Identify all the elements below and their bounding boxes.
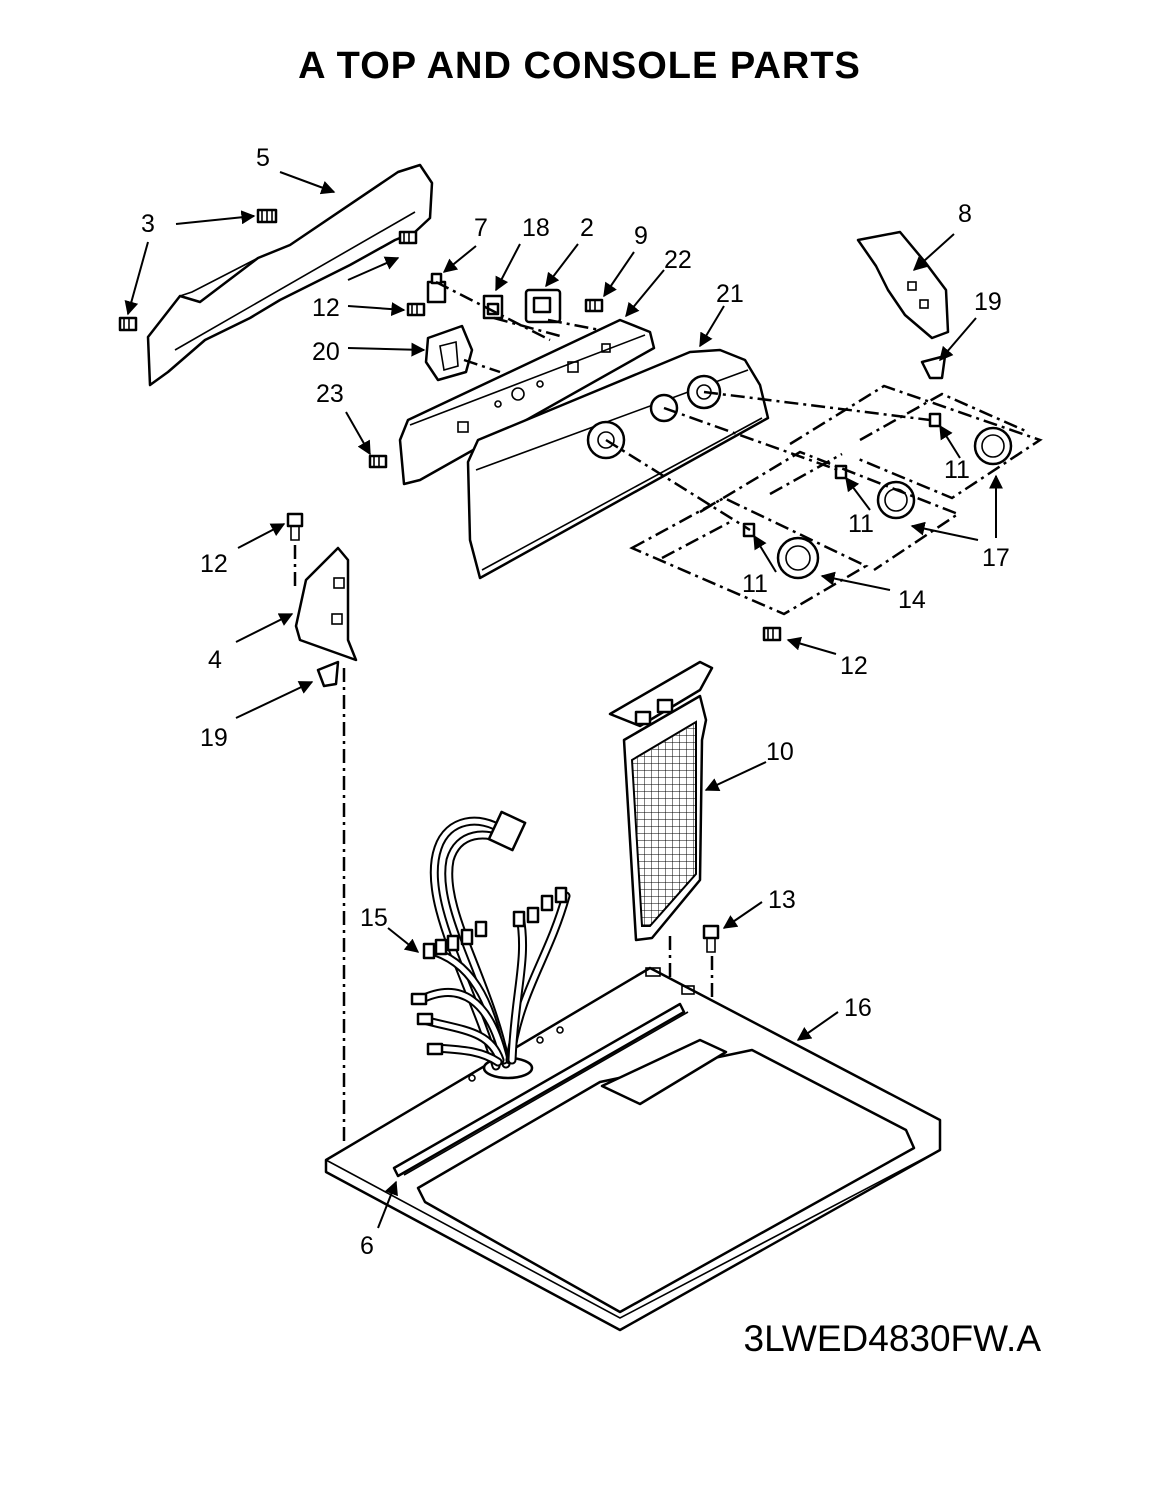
knob-group-frames (629, 384, 1043, 616)
screw-icon (286, 512, 304, 541)
callout-11-bottom: 11 (742, 570, 768, 598)
control-panel-bracket (398, 318, 656, 486)
alignment-lines (435, 280, 931, 532)
callout-19-top: 19 (974, 288, 1002, 316)
screw-icon (256, 208, 278, 224)
end-cap-clip (920, 354, 947, 380)
screw-icon (368, 454, 388, 469)
callout-3: 3 (141, 210, 155, 238)
callout-16: 16 (844, 994, 872, 1022)
screw-icon (584, 298, 604, 313)
callout-12-top: 12 (312, 294, 340, 322)
left-end-cap (294, 546, 358, 662)
callout-11-middle: 11 (848, 510, 874, 538)
screw-icon (118, 316, 138, 332)
lint-screen (608, 660, 714, 942)
callout-13: 13 (768, 886, 796, 914)
callout-5: 5 (256, 144, 270, 172)
screw-icon (702, 924, 720, 953)
callout-18: 18 (522, 214, 550, 242)
callout-20: 20 (312, 338, 340, 366)
callout-12-right: 12 (840, 652, 868, 680)
callout-15: 15 (360, 904, 388, 932)
callout-9: 9 (634, 222, 648, 250)
callout-19-left: 19 (200, 724, 228, 752)
callout-23: 23 (316, 380, 344, 408)
callout-labels: 5 3 7 18 2 9 22 21 8 19 12 20 23 12 4 19… (141, 144, 1010, 1260)
rear-console-cover (146, 163, 434, 387)
cycle-signal-switch (426, 272, 447, 304)
callout-10: 10 (766, 738, 794, 766)
leader-lines (124, 171, 1003, 1229)
knob-assembly-middle (834, 464, 916, 520)
callout-6: 6 (360, 1232, 374, 1260)
callout-22: 22 (664, 246, 692, 274)
callout-14: 14 (898, 586, 926, 614)
wire-harness (410, 810, 571, 1071)
end-cap-clip (316, 660, 340, 688)
knob-assembly-top (928, 412, 1013, 466)
callout-4: 4 (208, 646, 222, 674)
callout-2: 2 (580, 214, 594, 242)
screw-icon (398, 230, 418, 245)
callout-11-top: 11 (944, 456, 970, 484)
screw-icon (406, 302, 426, 317)
callout-21: 21 (716, 280, 744, 308)
top-trim-strip (392, 1002, 686, 1178)
top-panel (324, 966, 942, 1332)
temperature-switch (524, 288, 562, 324)
screw-icon (762, 626, 782, 642)
callout-7: 7 (474, 214, 488, 242)
right-end-cap (856, 230, 950, 340)
callout-8: 8 (958, 200, 972, 228)
page-title: A TOP AND CONSOLE PARTS (298, 45, 861, 87)
callout-17: 17 (982, 544, 1010, 572)
timer (424, 324, 474, 382)
diagram-code: 3LWED4830FW.A (743, 1318, 1041, 1359)
callout-12-left: 12 (200, 550, 228, 578)
